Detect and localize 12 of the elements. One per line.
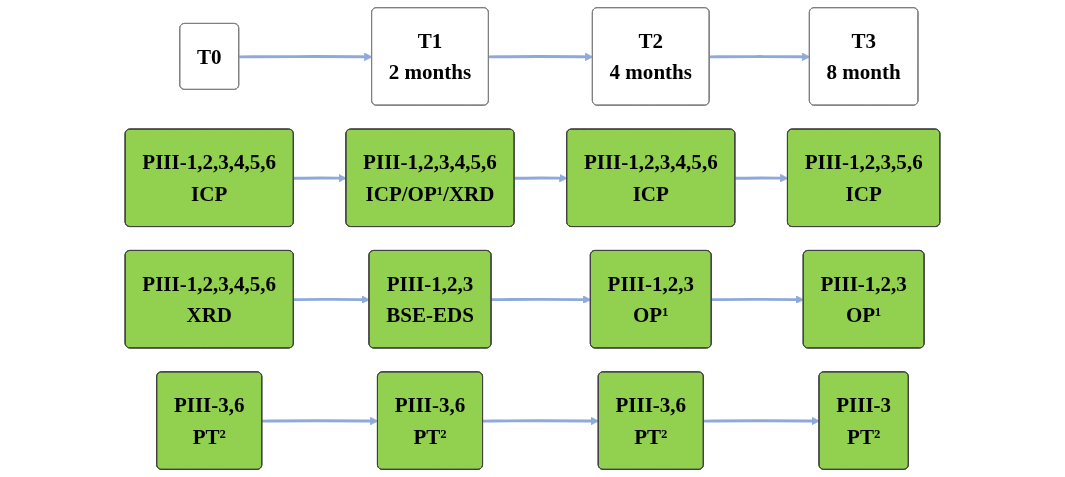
arrow <box>293 173 347 183</box>
arrow <box>262 416 379 426</box>
arrow <box>483 416 600 426</box>
arrow <box>488 52 594 61</box>
arrow <box>711 295 805 304</box>
arrow <box>735 173 789 183</box>
arrow <box>491 295 592 304</box>
arrow <box>709 52 811 61</box>
arrow <box>703 416 820 426</box>
arrow <box>239 52 373 61</box>
arrow <box>293 295 370 304</box>
arrow <box>514 173 568 183</box>
